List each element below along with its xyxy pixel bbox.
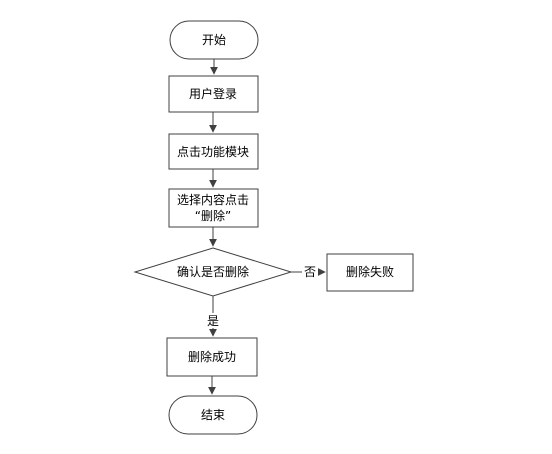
no-label-bg [302,264,318,279]
select-label-line1: 选择内容点击 [177,192,249,207]
delete-fail-label: 删除失败 [346,264,394,279]
no-label: 否 [304,265,316,279]
yes-label: 是 [207,314,219,328]
start-label: 开始 [202,33,226,47]
confirm-label: 确认是否删除 [177,264,249,279]
click-module-node: 点击功能模块 [168,133,259,170]
select-content-node: 选择内容点击 “删除” [168,188,259,228]
login-label: 用户登录 [189,86,237,101]
delete-fail-node: 删除失败 [326,253,414,292]
click-module-label: 点击功能模块 [177,145,249,159]
login-node: 用户登录 [168,75,259,113]
select-label-line2: “删除” [195,208,231,223]
delete-success-label: 删除成功 [188,349,236,364]
confirm-decision-node: 确认是否删除 [133,247,293,297]
end-node: 结束 [168,395,258,435]
start-node: 开始 [169,20,259,60]
end-label: 结束 [201,408,225,422]
delete-success-node: 删除成功 [166,337,258,377]
yes-label-bg [205,313,221,328]
